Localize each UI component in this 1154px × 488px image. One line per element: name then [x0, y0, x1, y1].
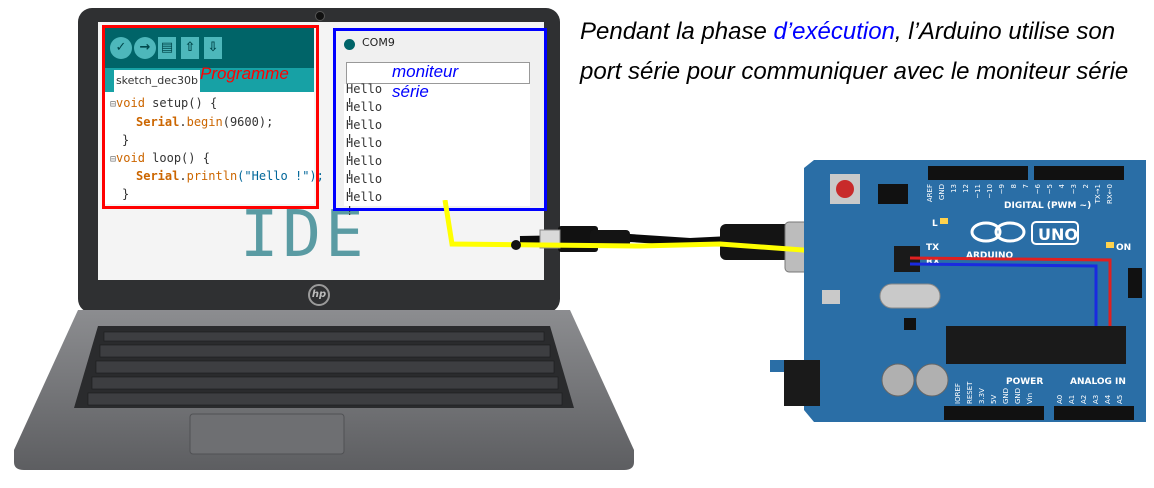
power-pin-label: 5V [990, 395, 998, 404]
digital-header-left [928, 166, 1028, 180]
tx-trace [909, 262, 1098, 330]
led-l-label: L [932, 219, 938, 229]
webcam [315, 11, 325, 21]
serial-output-area [344, 84, 530, 206]
led-tx-label: TX [926, 243, 939, 253]
laptop-usb-port [511, 240, 521, 250]
analog-pin-label: A5 [1116, 395, 1124, 404]
digital-pin-label: ~9 [998, 184, 1006, 194]
digital-pin-label: ~5 [1046, 184, 1054, 194]
analog-label: ANALOG IN [1070, 377, 1126, 387]
capacitor [881, 363, 915, 397]
brand-text: ARDUINO [966, 251, 1014, 261]
save-icon[interactable]: ⇩ [204, 37, 222, 59]
serial-line: Hello ! [346, 118, 383, 146]
component [822, 290, 840, 304]
laptop-base [14, 310, 634, 470]
arduino-app-icon [344, 39, 355, 50]
digital-pin-label: AREF [926, 184, 934, 202]
digital-pin-label: 13 [950, 184, 958, 193]
led-l [940, 218, 948, 224]
power-pin-label: 3.3V [978, 388, 986, 404]
moniteur-highlight-box [333, 28, 547, 211]
power-pin-label: IOREF [954, 383, 962, 404]
digital-pin-label: 2 [1082, 184, 1090, 188]
led-on [1106, 242, 1114, 248]
digital-pin-label: TX→1 [1094, 184, 1102, 204]
power-pin-label: Vin [1026, 393, 1034, 404]
usb-b-boot [720, 224, 790, 260]
uno-frame [1031, 221, 1079, 245]
serial-line: Hello ! [346, 136, 383, 164]
digital-pin-label: GND [938, 184, 946, 200]
serial-line: Hello ! [346, 100, 383, 128]
tab-sketch[interactable]: sketch_dec30b [114, 70, 200, 92]
code-line-loop: ⊟void loop() { [110, 151, 210, 165]
open-icon[interactable]: ⇧ [181, 37, 199, 59]
power-label: POWER [1006, 377, 1043, 387]
digital-pin-label: ~3 [1070, 184, 1078, 194]
power-header [944, 406, 1044, 420]
led-rx-label: RX [926, 257, 940, 267]
code-line-close-setup: } [122, 133, 130, 147]
analog-pin-label: A4 [1104, 394, 1112, 404]
serial-line: Hello ! [346, 82, 383, 110]
power-jack [784, 360, 820, 406]
analog-pin-label: A0 [1056, 395, 1064, 404]
atmega-chip [946, 326, 1126, 364]
power-pin-label: GND [1014, 388, 1022, 404]
digital-pin-label: 12 [962, 184, 970, 193]
caption-highlight: d’exécution [773, 18, 895, 45]
code-line-setup: ⊟void setup() { [110, 96, 218, 110]
icsp-header-top [878, 184, 908, 204]
new-icon[interactable]: ▤ [158, 37, 176, 59]
programme-highlight-box [102, 25, 319, 209]
reset-button-cap [836, 180, 854, 198]
power-pin-label: GND [1002, 388, 1010, 404]
serial-line: Hello ! [346, 172, 383, 200]
digital-pin-label: RX←0 [1106, 184, 1114, 204]
code-line-close-loop: } [122, 187, 130, 201]
analog-pin-label: A2 [1080, 395, 1088, 404]
digital-pin-label: 8 [1010, 184, 1018, 188]
hp-logo: hp [308, 284, 330, 306]
capacitor [915, 363, 949, 397]
serial-monitor-title: COM9 [362, 36, 395, 49]
digital-header-right [1034, 166, 1124, 180]
digital-pin-label: 4 [1058, 183, 1066, 188]
upload-icon[interactable]: → [134, 37, 156, 59]
arduino-logo [970, 221, 1026, 243]
crystal-oscillator [879, 283, 941, 309]
led-on-label: ON [1116, 243, 1131, 253]
code-line-println: Serial.println("Hello !"); [136, 169, 324, 183]
analog-pin-label: A1 [1068, 395, 1076, 404]
moniteur-label: moniteur série [392, 62, 459, 101]
digital-pin-label: ~11 [974, 184, 982, 199]
digital-pin-label: ~10 [986, 184, 994, 199]
programme-label: Programme [200, 64, 289, 83]
uno-text: UNO [1038, 225, 1078, 244]
serial-line: Hello ! [346, 190, 383, 218]
digital-label: DIGITAL (PWM ~) [1004, 201, 1091, 211]
touchpad [189, 413, 345, 455]
digital-pin-label: ~6 [1034, 183, 1042, 194]
analog-pin-label: A3 [1092, 395, 1100, 404]
serial-line: Hello ! [346, 154, 383, 182]
power-pin-label: RESET [966, 381, 974, 404]
keys [87, 331, 563, 406]
digital-pin-label: 7 [1022, 184, 1030, 188]
code-editor[interactable] [104, 92, 314, 204]
caption-text: Pendant la phase d’exécution, l’Arduino … [580, 18, 1129, 85]
analog-header [1054, 406, 1134, 420]
component [904, 318, 916, 330]
icsp-header-side [1128, 268, 1142, 298]
code-line-begin: Serial.begin(9600); [136, 115, 274, 129]
verify-icon[interactable]: ✓ [110, 37, 132, 59]
rx-trace [909, 256, 1112, 330]
serial-input-field[interactable] [346, 62, 530, 84]
